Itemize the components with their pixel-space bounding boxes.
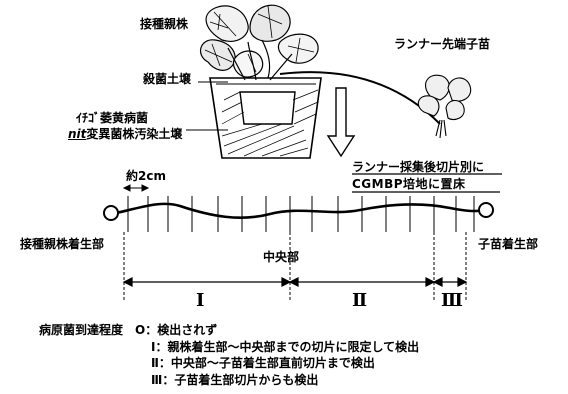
- segment-length-label: 約2cm: [126, 169, 166, 183]
- range-label-2: Ⅱ: [352, 290, 368, 311]
- legend-item-1: Ⅰ：親株着生部～中央部までの切片に限定して検出: [151, 339, 420, 354]
- nit-prefix: nit: [68, 127, 87, 141]
- range-label-1: Ⅰ: [196, 290, 205, 311]
- legend-row-0: 病原菌到達程度 O：検出されず: [39, 322, 419, 339]
- section-note-line1: ランナー採集後切片別に: [352, 160, 485, 174]
- leaf-veins: [204, 5, 315, 73]
- mother-plant-label: 接種親株: [140, 17, 189, 31]
- legend-item-3: Ⅲ：子苗着生部切片からも検出: [151, 372, 319, 387]
- legend: 病原菌到達程度 O：検出されず Ⅰ：親株着生部～中央部までの切片に限定して検出 Ⅱ…: [39, 322, 419, 389]
- range-arrows: [122, 277, 468, 287]
- legend-title: 病原菌到達程度: [39, 323, 124, 337]
- runner-tip-seedling-label: ランナー先端子苗: [394, 37, 491, 51]
- contaminated-soil-rest: 変異菌株汚染土壌: [86, 127, 183, 141]
- legend-row-2: Ⅱ：中央部～子苗着生部直前切片まで検出: [97, 355, 419, 372]
- down-arrow: [326, 87, 356, 158]
- sterile-soil-label: 殺菌土壌: [143, 72, 192, 86]
- pot: [186, 77, 322, 159]
- contaminated-soil-label-line1: ｲﾁｺﾞ萎黄病菌: [76, 111, 149, 125]
- legend-item-0: O：検出されず: [135, 323, 218, 337]
- mother-attachment-label: 接種親株着生部: [20, 237, 105, 251]
- runner-wavy-line: [115, 202, 487, 219]
- legend-item-2: Ⅱ：中央部～子苗着生部直前切片まで検出: [151, 356, 375, 370]
- runner-stem: [279, 71, 441, 125]
- legend-row-3: Ⅲ：子苗着生部切片からも検出: [97, 372, 419, 389]
- segment-length-marker: [122, 184, 150, 192]
- seedling-attachment-label: 子苗着生部: [478, 237, 539, 251]
- range-dividers: [123, 232, 467, 300]
- range-label-3: Ⅲ: [441, 290, 463, 311]
- mother-attachment-node: [103, 205, 119, 221]
- section-note-line2: CGMBP培地に置床: [352, 177, 466, 191]
- legend-row-1: Ⅰ：親株着生部～中央部までの切片に限定して検出: [97, 339, 419, 356]
- section-note-underline: [352, 173, 502, 193]
- contaminated-soil-label-line2: nit変異菌株汚染土壌: [68, 128, 182, 140]
- center-part-label: 中央部: [263, 250, 300, 264]
- seedling-attachment-node: [478, 202, 494, 218]
- segment-ticks: [127, 196, 475, 232]
- tip-seedling-foliage: [417, 74, 472, 139]
